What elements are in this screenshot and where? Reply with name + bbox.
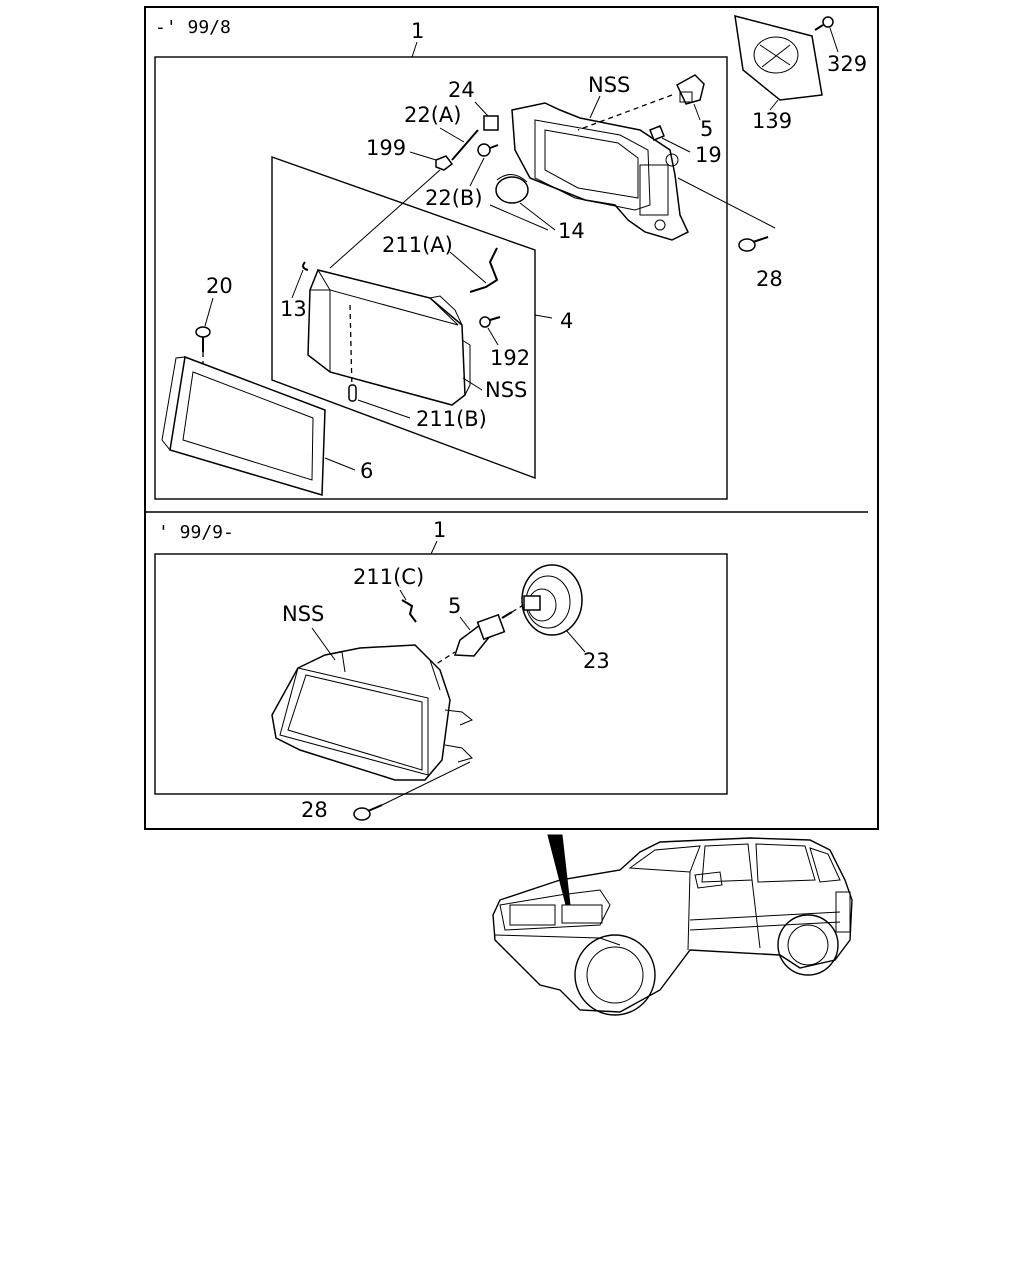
callout-bolt-28-bottom: 28 (301, 798, 328, 822)
bolt-28-bottom (353, 804, 383, 821)
leader-cover-139 (769, 99, 779, 111)
bolt-28-top (738, 236, 769, 252)
screw-20 (195, 326, 211, 352)
leader-clamp-14 (519, 202, 556, 231)
leader-screw-22b (469, 157, 485, 187)
clip-13 (302, 261, 309, 271)
screw-22a (451, 129, 479, 161)
leader-screw-192 (487, 327, 499, 346)
screw-192 (479, 316, 501, 328)
callout-nut-329: 329 (827, 52, 867, 76)
line-nut-to-lamp (329, 169, 441, 269)
leader-lamp-4 (534, 314, 553, 319)
housing-bracket (511, 102, 689, 241)
vehicle-locator-illustration (492, 834, 853, 1016)
callout-nss-lens: NSS (485, 378, 527, 402)
callout-clip-13: 13 (280, 297, 307, 321)
callout-nss-lamp-bottom: NSS (282, 602, 324, 626)
grommet-24 (483, 115, 499, 131)
callout-bezel-6: 6 (360, 459, 373, 483)
lamp-subassembly-frame (271, 156, 536, 480)
callout-screw-192: 192 (490, 346, 530, 370)
callout-grommet-24: 24 (448, 78, 475, 102)
headlamp-unit-early (307, 269, 471, 406)
callout-wire-211a: 211(A) (382, 233, 453, 257)
leader-cap-23 (565, 629, 586, 653)
callout-screw-22b: 22(B) (425, 186, 483, 210)
callout-clamp-14: 14 (558, 219, 585, 243)
leader-nut-199 (409, 151, 437, 161)
leader-top-assembly (411, 41, 418, 58)
wire-211b (348, 384, 357, 402)
callout-wire-211c: 211(C) (353, 565, 424, 589)
leader-bezel-6 (324, 457, 356, 471)
leader-grommet-24 (474, 101, 489, 117)
leader-clip-13 (291, 269, 304, 299)
leader-screw-20 (204, 297, 214, 327)
callout-screw-22a: 22(A) (404, 103, 461, 127)
nut-329 (814, 16, 834, 31)
leader-bulb-5-bottom (459, 616, 471, 631)
bezel-6 (161, 355, 326, 496)
callout-nut-199: 199 (366, 136, 406, 160)
callout-cap-23: 23 (583, 649, 610, 673)
callout-screw-20: 20 (206, 274, 233, 298)
leader-nss-housing (589, 95, 601, 119)
leader-bulb-5-top (693, 103, 701, 121)
leader-wire-211c (399, 589, 407, 601)
outer-frame (144, 6, 879, 830)
leader-nut-329 (829, 27, 839, 53)
callout-clip-19: 19 (695, 143, 722, 167)
wire-211a (469, 247, 499, 293)
callout-cover-139: 139 (752, 109, 792, 133)
callout-nss-housing: NSS (588, 73, 630, 97)
wire-211c (401, 599, 417, 623)
callout-bolt-28-top: 28 (756, 267, 783, 291)
leader-nss-lens (462, 377, 483, 391)
line-clamp (489, 204, 549, 231)
section-period-early: -' 99/8 (155, 17, 231, 38)
callout-top-assembly: 1 (411, 19, 424, 43)
top-assembly-box (154, 56, 728, 500)
line-bolt-bottom (381, 761, 471, 806)
bulb-top (676, 74, 705, 105)
callout-bulb-5-bottom: 5 (448, 594, 461, 618)
leader-bottom-assembly (430, 540, 438, 555)
clamp-14 (495, 174, 529, 204)
leader-screw-22a (439, 127, 465, 143)
bottom-assembly-box (154, 553, 728, 795)
dash-bulb-top (577, 94, 673, 131)
headlamp-unit-late (271, 644, 473, 781)
bulb-bottom (453, 611, 513, 657)
cap-23 (521, 564, 583, 636)
leader-clip-19 (661, 137, 691, 153)
leader-wire-211a (449, 251, 487, 284)
leader-wire-211b (357, 399, 411, 419)
nut-199 (435, 155, 454, 171)
screw-22b (477, 143, 499, 157)
line-bolt-top (677, 177, 776, 229)
callout-wire-211b: 211(B) (416, 407, 487, 431)
clip-19 (649, 125, 665, 141)
callout-lamp-4: 4 (560, 309, 573, 333)
leader-nss-lamp-bottom (311, 627, 336, 661)
cover-139 (734, 14, 823, 101)
callout-bottom-assembly: 1 (433, 518, 446, 542)
callout-bulb-5-top: 5 (700, 117, 713, 141)
section-period-late: ' 99/9- (158, 522, 234, 543)
